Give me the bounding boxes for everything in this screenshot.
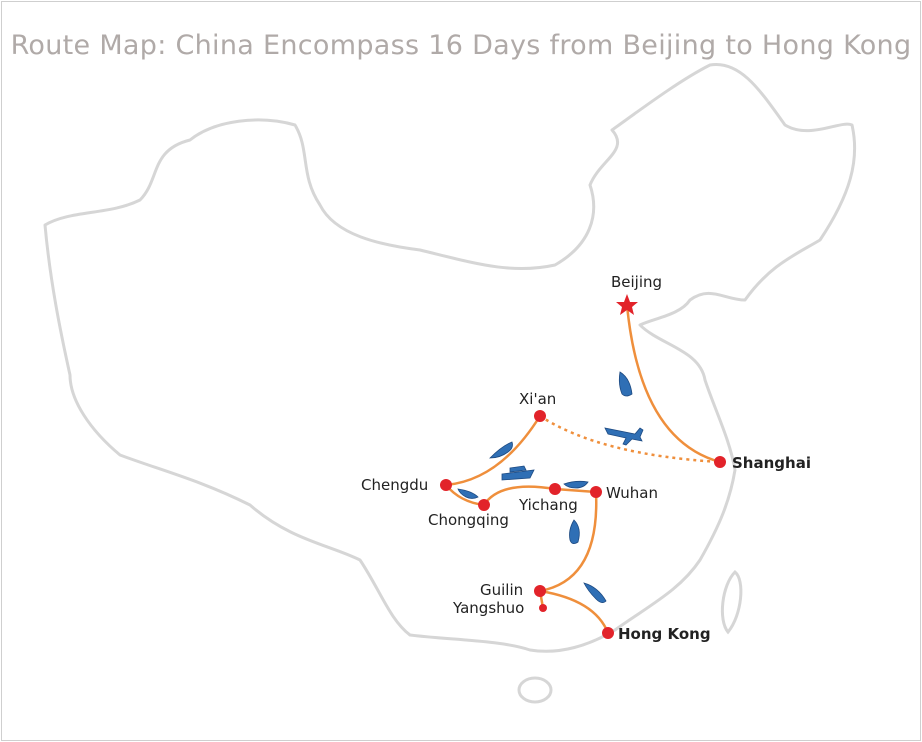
route-yichang-wuhan bbox=[554, 487, 597, 494]
map-title: Route Map: China Encompass 16 Days from … bbox=[10, 30, 912, 61]
plane-icon bbox=[604, 427, 644, 446]
train-icon bbox=[457, 488, 479, 499]
route-wuhan-guilin bbox=[539, 491, 598, 593]
china-outline bbox=[43, 62, 857, 653]
city-label-shanghai: Shanghai bbox=[732, 454, 811, 472]
city-dot-shanghai[interactable] bbox=[714, 456, 726, 468]
city-label-hongkong: Hong Kong bbox=[618, 625, 711, 643]
city-label-yichang: Yichang bbox=[519, 496, 578, 514]
beijing-star-icon bbox=[616, 294, 638, 315]
city-dot-yangshuo[interactable] bbox=[539, 604, 547, 612]
city-label-beijing: Beijing bbox=[611, 273, 663, 291]
city-dot-guilin[interactable] bbox=[534, 585, 546, 597]
train-icon bbox=[489, 441, 513, 459]
city-label-yangshuo: Yangshuo bbox=[453, 599, 525, 617]
hainan-outline bbox=[517, 676, 553, 704]
city-label-wuhan: Wuhan bbox=[606, 484, 659, 502]
city-label-chongqing: Chongqing bbox=[428, 511, 509, 529]
route-beijing-shanghai bbox=[625, 304, 721, 464]
city-label-xian: Xi'an bbox=[519, 390, 557, 408]
taiwan-outline bbox=[720, 569, 743, 635]
route-guilin-hongkong bbox=[539, 589, 610, 634]
train-icon bbox=[583, 582, 607, 603]
city-dot-chengdu[interactable] bbox=[440, 479, 452, 491]
train-icon bbox=[563, 480, 589, 489]
route-xian-chengdu bbox=[445, 415, 542, 487]
train-icon bbox=[618, 371, 633, 397]
city-dot-yichang[interactable] bbox=[549, 483, 561, 495]
city-dot-hongkong[interactable] bbox=[602, 627, 614, 639]
city-label-chengdu: Chengdu bbox=[361, 476, 429, 494]
city-dot-chongqing[interactable] bbox=[478, 499, 490, 511]
city-dot-xian[interactable] bbox=[534, 410, 546, 422]
train-icon bbox=[569, 519, 580, 544]
city-label-guilin: Guilin bbox=[480, 581, 524, 599]
city-dot-wuhan[interactable] bbox=[590, 486, 602, 498]
cruise-ship-icon bbox=[501, 465, 535, 481]
